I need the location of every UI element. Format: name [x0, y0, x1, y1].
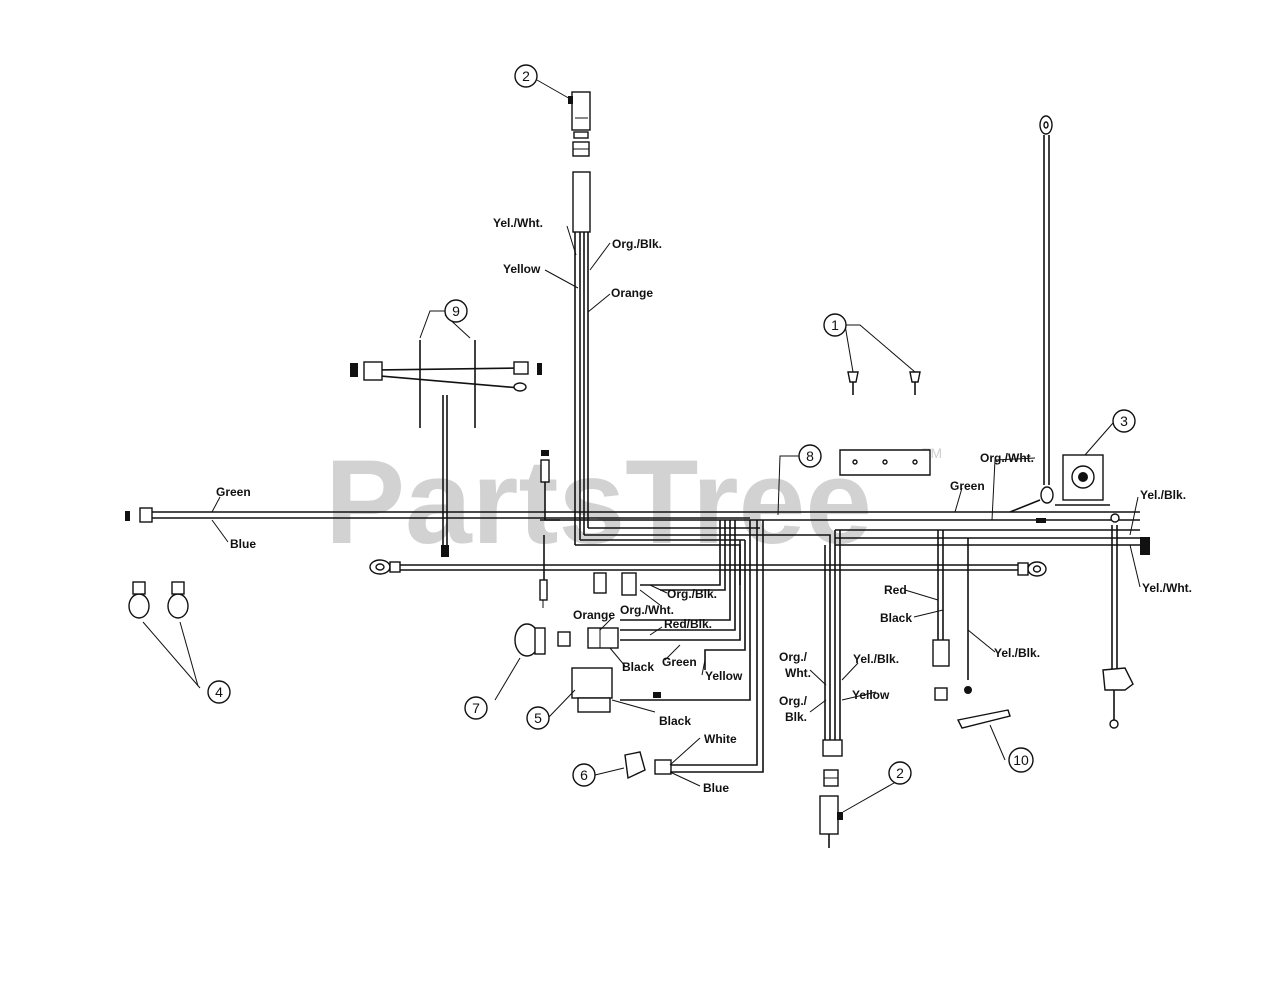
top-connector: [568, 91, 591, 157]
svg-text:7: 7: [472, 700, 480, 716]
mid-connector: [587, 572, 637, 649]
label-black-right: Black: [880, 611, 912, 625]
part-4-bulbs: [128, 581, 201, 689]
label-yel-blk-right: Yel./Blk.: [1140, 488, 1186, 502]
callout-3: 3: [1112, 409, 1136, 433]
label-org-wht-low-2: Wht.: [785, 666, 811, 680]
part-7-relay: [494, 623, 571, 701]
leader-lines: [211, 79, 1141, 813]
callouts: 2 9 1 3 8 4 7 5: [207, 64, 1136, 787]
right-end-connector: [1102, 513, 1150, 729]
label-org-wht-right: Org./Wht.: [980, 451, 1034, 465]
label-green-right: Green: [950, 479, 985, 493]
label-org-blk-low-1: Org./: [779, 694, 808, 708]
label-blue-left: Blue: [230, 537, 256, 551]
label-yellow-low: Yellow: [852, 688, 890, 702]
part-6-plug: [594, 751, 672, 780]
label-white: White: [704, 732, 737, 746]
callout-4: 4: [207, 680, 231, 704]
svg-text:2: 2: [522, 68, 530, 84]
label-yel-wht-right: Yel./Wht.: [1142, 581, 1192, 595]
svg-text:4: 4: [215, 684, 223, 700]
callout-1: 1: [823, 313, 847, 337]
label-red: Red: [884, 583, 907, 597]
top-bundle: [572, 171, 831, 585]
svg-text:8: 8: [806, 448, 814, 464]
callout-2-bottom: 2: [888, 761, 912, 785]
part-5-module: [547, 667, 661, 719]
battery-cable-ends: [369, 559, 1047, 577]
label-blue-lower: Blue: [703, 781, 729, 795]
svg-text:1: 1: [831, 317, 839, 333]
label-orange-top: Orange: [611, 286, 653, 300]
callout-6: 6: [572, 763, 596, 787]
bracket-plate: [839, 449, 931, 476]
svg-text:3: 3: [1120, 413, 1128, 429]
main-harness: [150, 511, 1140, 571]
wire-labels: Yel./Wht. Org./Blk. Yellow Orange Org./W…: [216, 216, 1192, 795]
label-org-wht-mid: Org./Wht.: [620, 603, 674, 617]
label-yel-wht-top: Yel./Wht.: [493, 216, 543, 230]
callout-2-top: 2: [514, 64, 538, 88]
label-yel-blk-low: Yel./Blk.: [853, 652, 899, 666]
label-green-mid: Green: [662, 655, 697, 669]
label-org-blk-top: Org./Blk.: [612, 237, 662, 251]
label-black-lower: Black: [659, 714, 691, 728]
callout-8: 8: [798, 444, 822, 468]
label-yel-blk-far: Yel./Blk.: [994, 646, 1040, 660]
watermark: PartsTree TM: [325, 435, 942, 569]
center-harness: [539, 520, 841, 773]
part-3-solenoid: [1055, 454, 1110, 506]
svg-text:5: 5: [534, 710, 542, 726]
label-red-blk: Red/Blk.: [664, 617, 712, 631]
label-org-wht-low-1: Org./: [779, 650, 808, 664]
label-yellow-top: Yellow: [503, 262, 541, 276]
part-10-key: [956, 709, 1011, 761]
svg-text:10: 10: [1013, 752, 1029, 768]
svg-text:9: 9: [452, 303, 460, 319]
watermark-text: PartsTree: [325, 435, 872, 569]
callout-9: 9: [444, 299, 468, 323]
red-black-drop: [932, 530, 972, 701]
label-black-mid: Black: [622, 660, 654, 674]
label-org-blk-low-2: Blk.: [785, 710, 807, 724]
svg-text:6: 6: [580, 767, 588, 783]
label-yellow-mid: Yellow: [705, 669, 743, 683]
svg-text:2: 2: [896, 765, 904, 781]
part-1-screws: [847, 371, 921, 395]
bottom-connector: [819, 739, 843, 848]
callout-5: 5: [526, 706, 550, 730]
callout-10: 10: [1008, 747, 1034, 773]
fuse-holder: [540, 450, 560, 521]
label-org-blk-mid: Org./Blk.: [667, 587, 717, 601]
callout-7: 7: [464, 696, 488, 720]
part-9-assembly: [350, 340, 542, 557]
label-green-left: Green: [216, 485, 251, 499]
right-cable: [1009, 115, 1054, 523]
label-orange-mid: Orange: [573, 608, 615, 622]
left-connector: [125, 507, 153, 523]
